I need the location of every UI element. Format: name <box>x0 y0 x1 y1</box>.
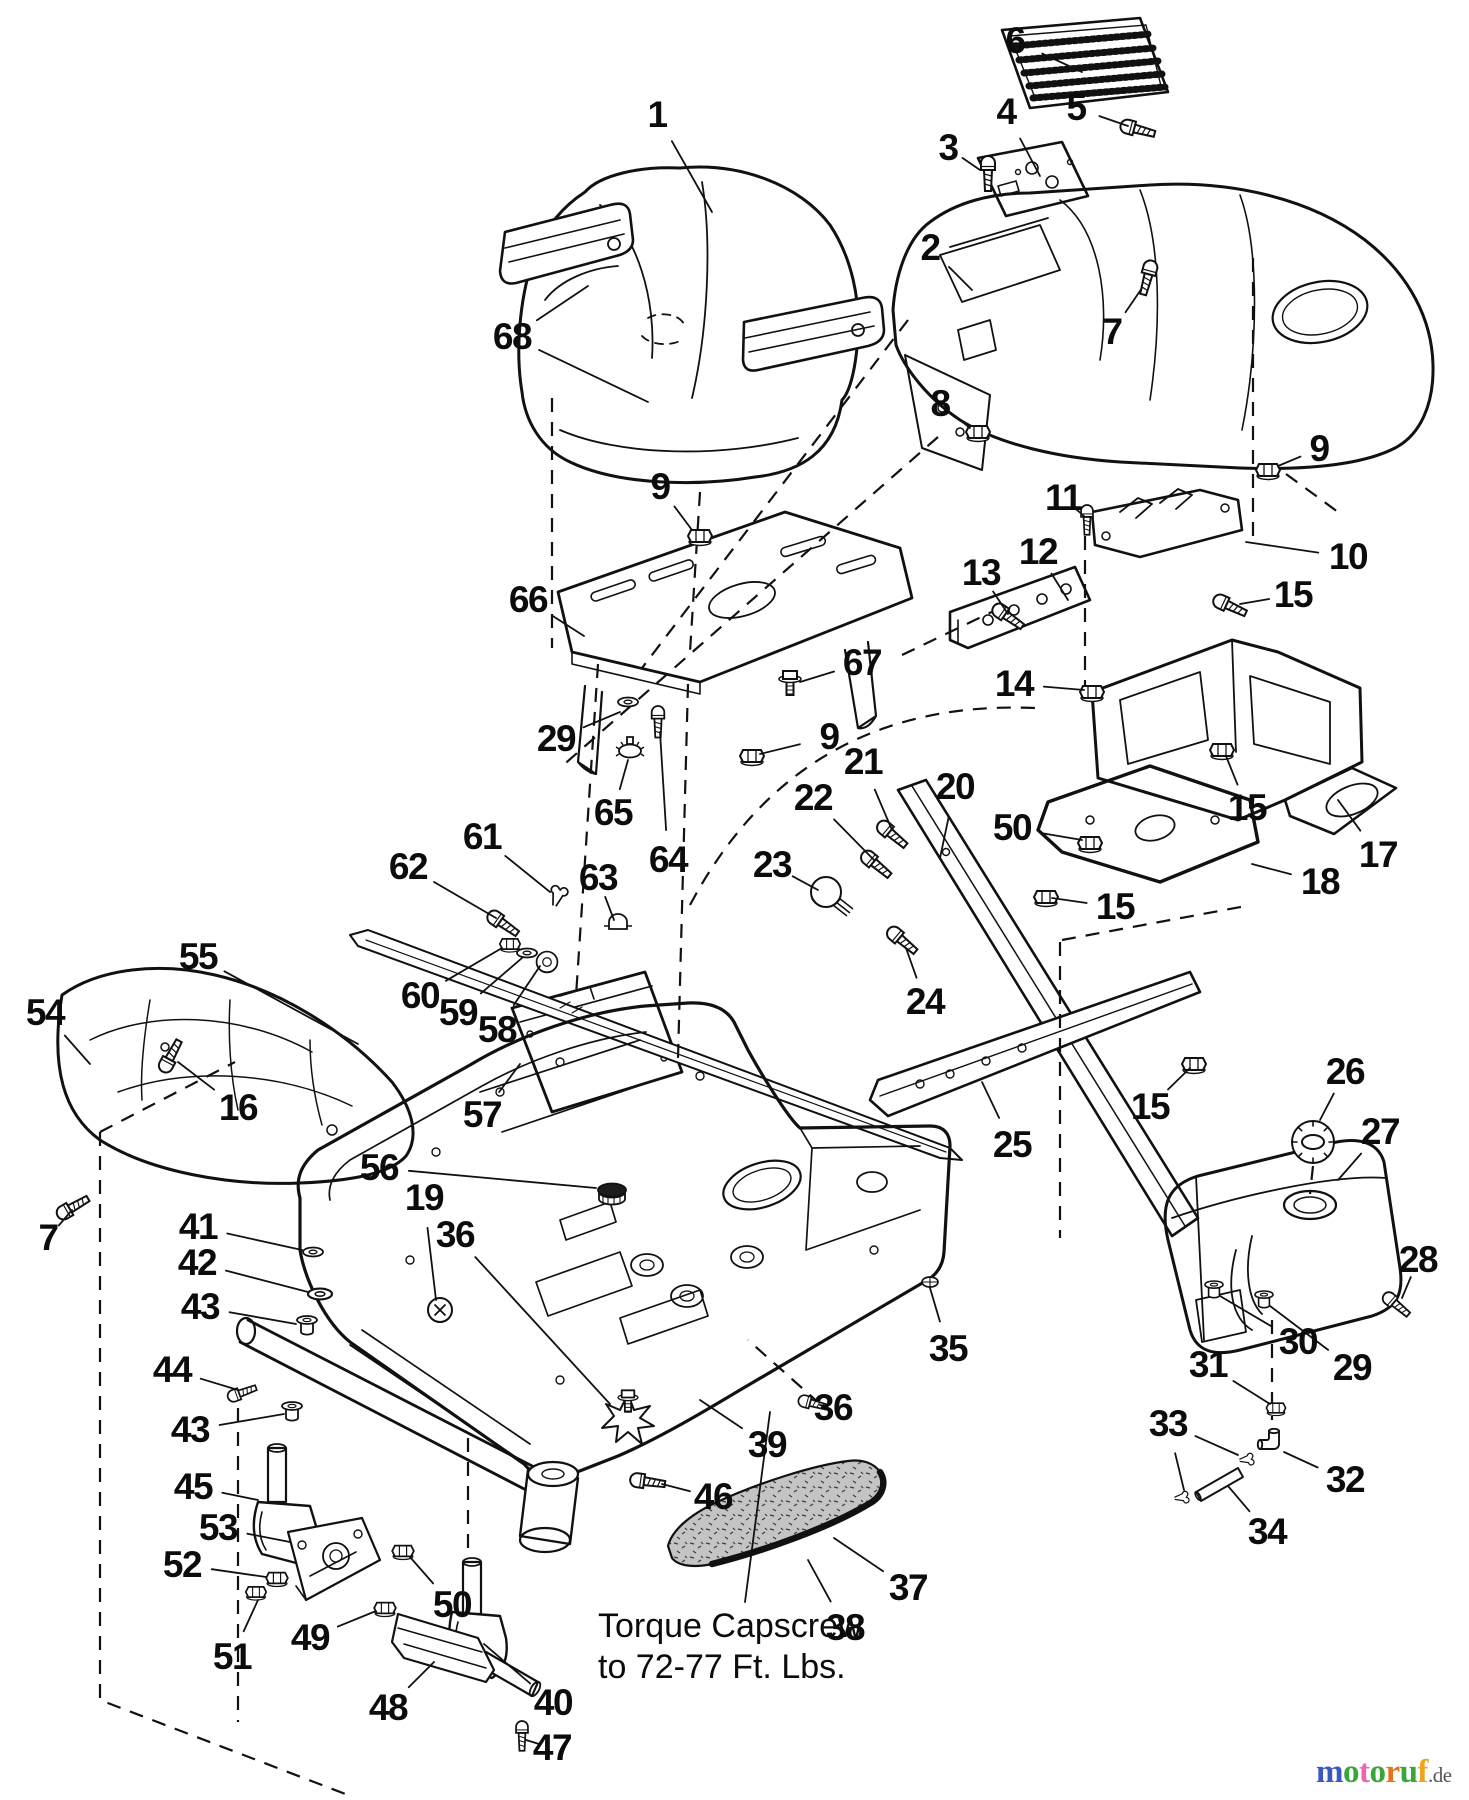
fuel-cap <box>1290 1119 1336 1165</box>
grille <box>1000 16 1170 110</box>
leader-lines <box>57 52 1412 1746</box>
seat-support-strap <box>868 970 1202 1118</box>
lower-bracket <box>1036 764 1260 884</box>
motoruf-logo-suffix: .de <box>1428 1763 1452 1787</box>
angle-bracket <box>948 565 1092 650</box>
motoruf-logo-word: motoruf <box>1316 1754 1428 1790</box>
console-fender-body <box>891 182 1435 471</box>
motoruf-logo: motoruf.de <box>1316 1754 1452 1791</box>
fender-trim-strip <box>349 929 963 1161</box>
torque-note: Torque Capscrew to 72-77 Ft. Lbs. <box>598 1606 863 1688</box>
torque-note-line1: Torque Capscrew <box>598 1607 863 1645</box>
logo-letter: r <box>1385 1754 1401 1790</box>
logo-letter: m <box>1316 1754 1344 1790</box>
fuel-tank <box>1163 1139 1403 1355</box>
logo-letter: u <box>1399 1754 1418 1790</box>
footrest-pad <box>666 1459 887 1568</box>
left-fender <box>56 966 415 1185</box>
logo-letter: t <box>1359 1754 1370 1790</box>
logo-letter: f <box>1417 1754 1429 1790</box>
dash-panel <box>976 140 1090 218</box>
fuel-hose <box>1194 1467 1244 1502</box>
logo-letter: o <box>1369 1754 1387 1790</box>
torque-note-line2: to 72-77 Ft. Lbs. <box>598 1648 846 1686</box>
elbow-fitting <box>1256 1427 1281 1451</box>
star-washer <box>601 1389 655 1445</box>
logo-letter: o <box>1343 1754 1360 1790</box>
armrest-left <box>498 202 635 285</box>
support-plate <box>1090 488 1244 559</box>
seat-bracket <box>556 510 914 776</box>
alignment-dashed-lines <box>98 258 1339 1797</box>
heat-shield <box>1090 638 1398 836</box>
pivot-plate <box>286 1516 382 1602</box>
channel-bracket <box>390 1612 496 1684</box>
seat <box>517 165 860 485</box>
caster-fork-right <box>448 1557 542 1698</box>
front-axle-beam <box>235 1316 580 1554</box>
armrest-right <box>741 295 886 372</box>
